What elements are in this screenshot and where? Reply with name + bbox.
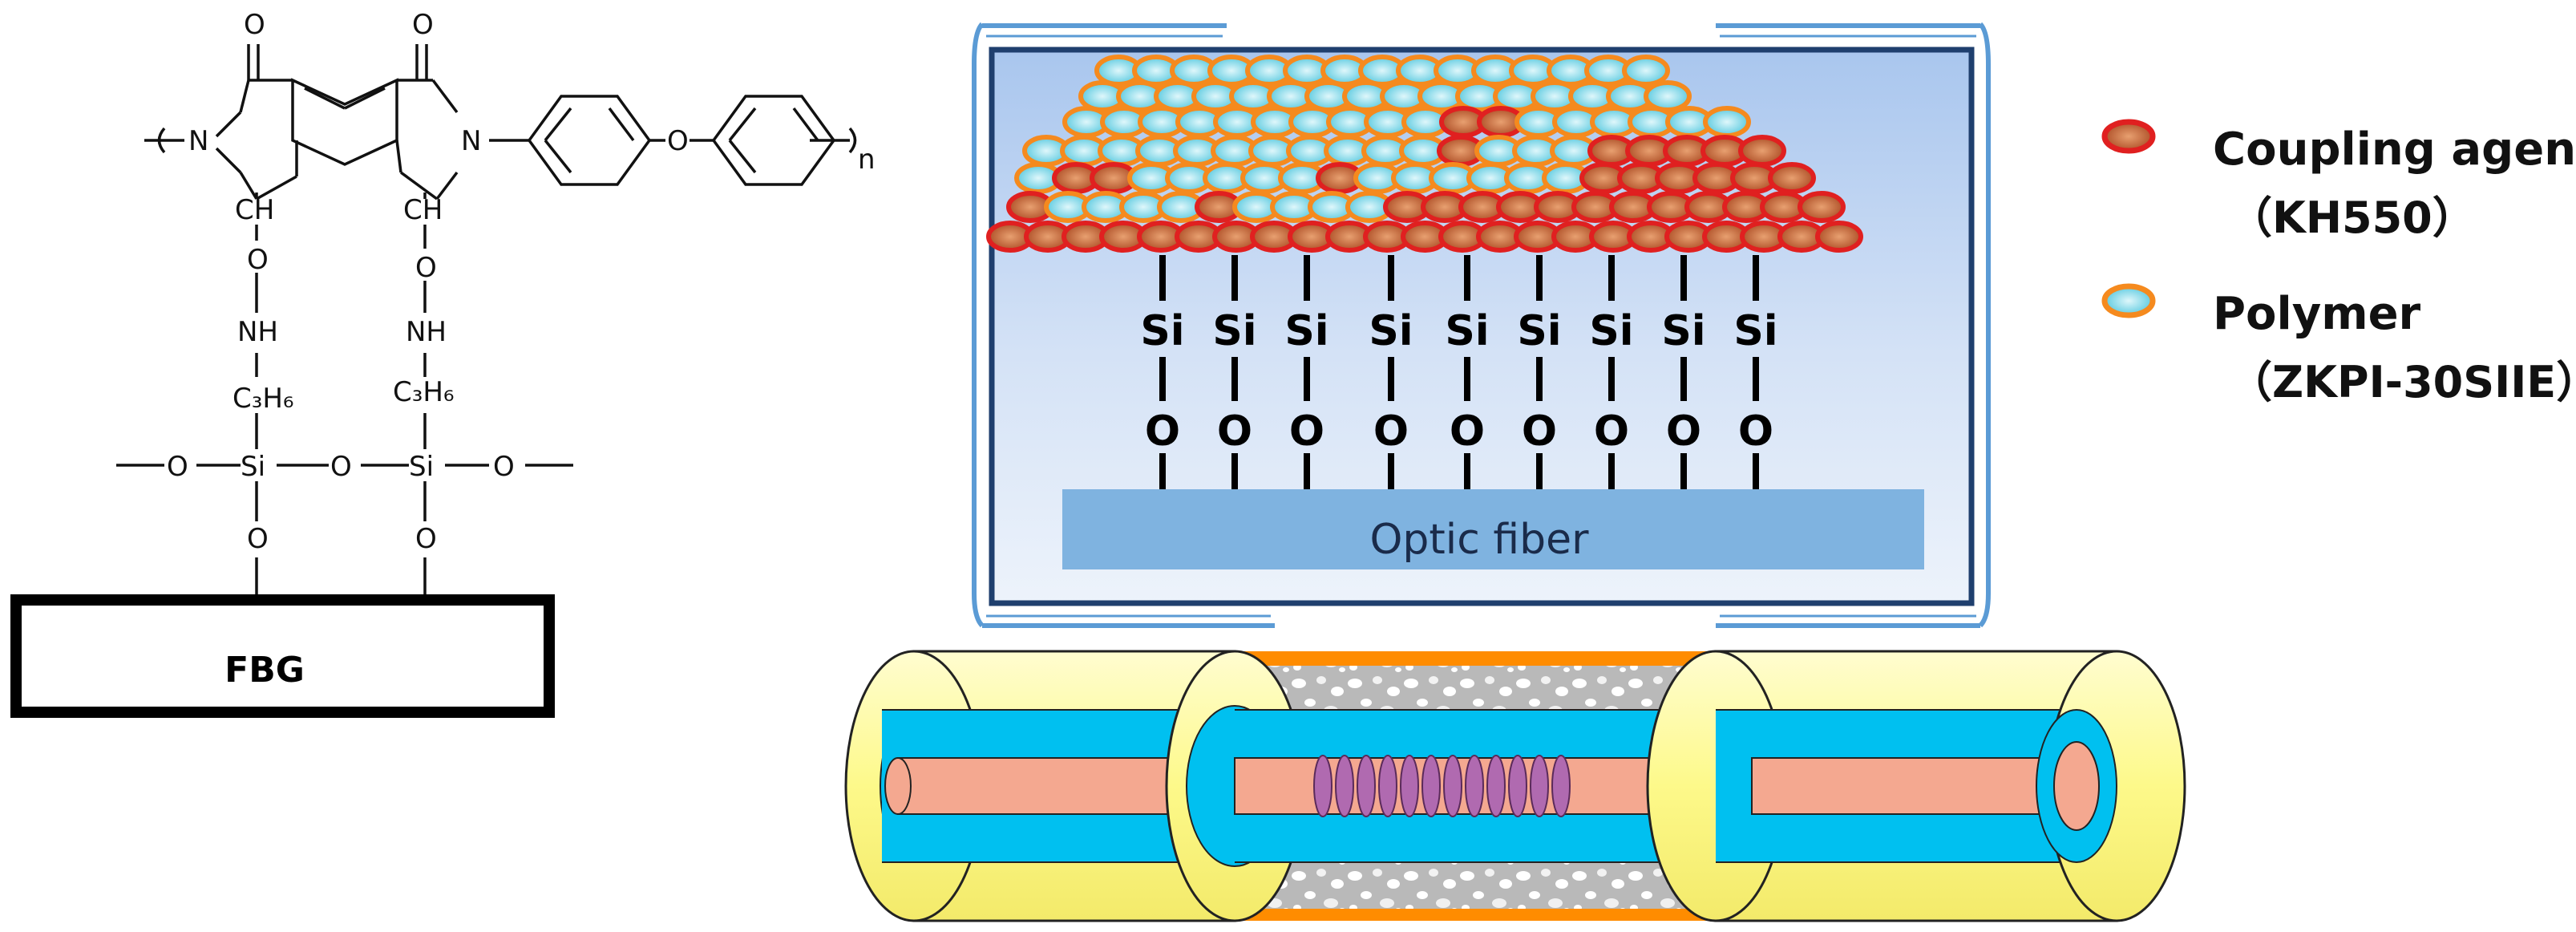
polymer-sub: （ZKPI-30SIIE） xyxy=(2229,357,2576,407)
grating-ring xyxy=(1551,755,1571,817)
atom-n-left: N xyxy=(188,125,208,157)
atom-o-below-left: O xyxy=(247,523,269,555)
fiber-assembly xyxy=(844,650,2186,922)
subscript-n: n xyxy=(858,144,876,176)
legend: Coupling agent （KH550） Polymer （ZKPI-30S… xyxy=(2101,119,2576,407)
hydroxyl-label: O xyxy=(1738,407,1773,456)
grating-ring xyxy=(1400,755,1419,817)
hydroxyl-label: O xyxy=(1594,407,1629,456)
legend-item-polymer: Polymer （ZKPI-30SIIE） xyxy=(2101,283,2576,407)
coupling-agent-label: Coupling agent xyxy=(2213,124,2576,176)
hydroxyl-label: O xyxy=(1373,407,1409,456)
atom-o-top-left: O xyxy=(244,9,265,41)
grating-ring xyxy=(1335,755,1354,817)
si-label: Si xyxy=(1445,307,1489,355)
polymer-swatch xyxy=(2101,283,2156,318)
atom-n-right: N xyxy=(461,125,481,157)
atom-c3h6-left: C₃H₆ xyxy=(233,383,294,415)
atom-c3h6-right: C₃H₆ xyxy=(393,376,455,408)
legend-item-coupling-agent: Coupling agent （KH550） xyxy=(2101,119,2576,243)
chemical-structure xyxy=(116,44,857,598)
coupling-agent-particle xyxy=(1738,135,1786,167)
coupling-agent-particle xyxy=(1815,221,1863,253)
atom-o-si-middle: O xyxy=(330,451,352,483)
si-label: Si xyxy=(1212,307,1256,355)
chemical-labels: O O N N O n CH CH O O NH NH C₃H₆ C₃H₆ O … xyxy=(167,9,876,555)
si-label: Si xyxy=(1284,307,1328,355)
grating-ring xyxy=(1378,755,1397,817)
atom-si-left: Si xyxy=(241,451,265,483)
atom-o-top-right: O xyxy=(412,9,434,41)
grating-ring xyxy=(1465,755,1484,817)
polymer-particle xyxy=(1644,80,1692,112)
optic-fiber-bar xyxy=(1062,489,1924,569)
atom-nh-right: NH xyxy=(406,316,447,348)
atom-o-chain-right: O xyxy=(415,252,437,284)
hydroxyl-label: O xyxy=(1450,407,1485,456)
si-label: Si xyxy=(1369,307,1413,355)
hydroxyl-label: O xyxy=(1666,407,1701,456)
grating-ring xyxy=(1443,755,1462,817)
fbg-substrate-box xyxy=(10,594,555,718)
grating-ring xyxy=(1313,755,1332,817)
coated-grating-section xyxy=(1165,650,1717,922)
atom-ch-left: CH xyxy=(235,194,274,226)
optic-fiber-label: Optic fiber xyxy=(1369,516,1589,564)
grating-ring xyxy=(1486,755,1506,817)
coupling-agent-swatch xyxy=(2101,119,2156,154)
hydroxyl-label: O xyxy=(1522,407,1557,456)
polymer-particle xyxy=(1622,55,1670,87)
hydroxyl-label: O xyxy=(1289,407,1324,456)
grating-ring xyxy=(1508,755,1527,817)
grating-ring xyxy=(1357,755,1376,817)
fbg-label: FBG xyxy=(224,650,305,691)
atom-ch-right: CH xyxy=(403,194,443,226)
right-jacket xyxy=(1646,650,2186,922)
coupling-agent-particle xyxy=(1798,191,1846,223)
atom-o-ether: O xyxy=(667,125,689,157)
atom-o-si-far-left: O xyxy=(167,451,188,483)
particle-layer xyxy=(986,55,1863,253)
grating-ring xyxy=(1421,755,1441,817)
hydroxyl-label: O xyxy=(1217,407,1252,456)
si-label: Si xyxy=(1589,307,1633,355)
si-label: Si xyxy=(1517,307,1561,355)
atom-nh-left: NH xyxy=(237,316,278,348)
coupling-agent-particle xyxy=(1768,162,1816,194)
silane-stalks: SiO SiO SiO SiO SiO SiO SiO SiO SiO xyxy=(1140,255,1778,493)
atom-o-chain-left: O xyxy=(247,244,269,276)
atom-o-si-far-right: O xyxy=(493,451,515,483)
si-label: Si xyxy=(1733,307,1777,355)
bragg-grating xyxy=(1313,755,1571,817)
si-label: Si xyxy=(1140,307,1184,355)
polymer-label: Polymer xyxy=(2213,288,2421,340)
coupling-agent-sub: （KH550） xyxy=(2229,192,2476,243)
si-label: Si xyxy=(1661,307,1705,355)
atom-o-below-right: O xyxy=(415,523,437,555)
hydroxyl-label: O xyxy=(1145,407,1180,456)
polymer-particle xyxy=(1703,106,1751,138)
grating-ring xyxy=(1530,755,1549,817)
atom-si-right: Si xyxy=(409,451,434,483)
